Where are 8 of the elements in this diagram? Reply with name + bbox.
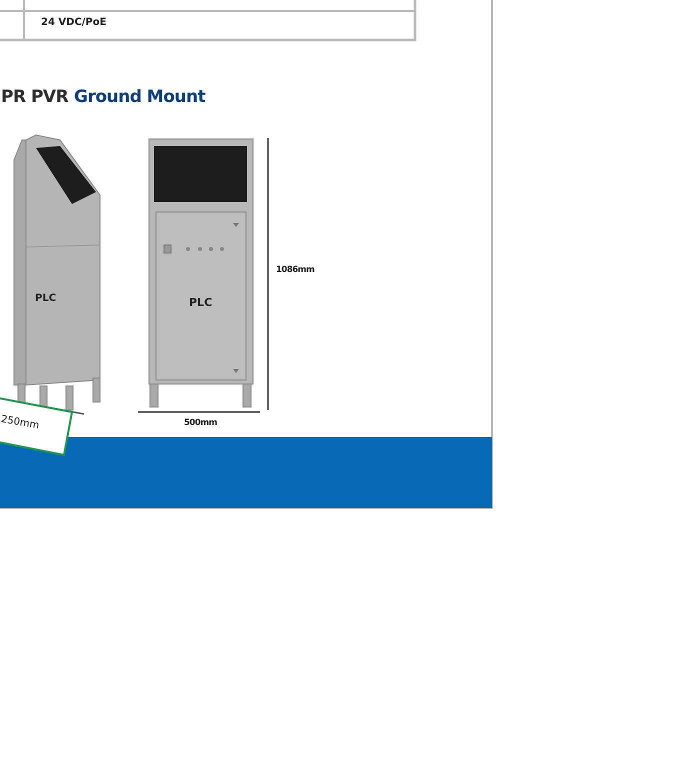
dimension-label: 250mm (0, 414, 40, 432)
heading: PR PVR (1, 88, 68, 107)
dimension-label: 1086mm (276, 266, 314, 276)
table-cell: 24 VDC/PoE (41, 17, 106, 28)
dimension-label: 500mm (184, 419, 217, 428)
heading: Ground Mount (74, 88, 206, 107)
panel-label: PLC (189, 297, 212, 310)
panel-label: PLC (35, 293, 56, 304)
